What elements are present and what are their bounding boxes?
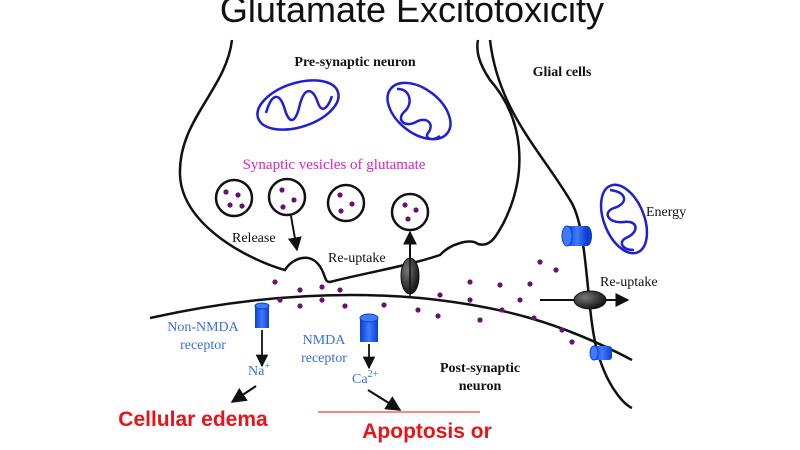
synaptic-vesicles-label: Synaptic vesicles of glutamate: [243, 157, 426, 173]
diagram-title: Glutamate Excitotoxicity: [220, 0, 604, 30]
cellular-edema-label: Cellular edema: [118, 408, 268, 431]
glial-transporter: [573, 290, 607, 310]
vesicle: [267, 177, 307, 217]
vesicle: [390, 192, 430, 232]
mitochondrion-right: [386, 81, 452, 141]
post-synaptic-label-line1: Post-synaptic: [440, 361, 520, 376]
release-label: Release: [232, 231, 276, 246]
sodium-ion-label: Na+: [248, 361, 270, 379]
mitochondrion-left: [256, 79, 340, 131]
glial-reuptake-label: Re-uptake: [600, 275, 658, 290]
non-nmda-label-line1: Non-NMDA: [167, 320, 239, 335]
post-synaptic-label-line2: neuron: [459, 379, 502, 394]
calcium-ion-label: Ca2+: [352, 369, 379, 387]
energy-label: Energy: [646, 205, 686, 220]
vesicle: [214, 178, 254, 218]
vesicle: [326, 183, 366, 223]
glial-cells-label: Glial cells: [533, 65, 592, 80]
release-arrow: [287, 215, 302, 252]
pre-synaptic-membrane: [178, 39, 521, 284]
glial-transporter-lower: [589, 345, 612, 361]
synaptic-vesicles: [214, 177, 430, 232]
pre-synaptic-neuron-label: Pre-synaptic neuron: [294, 55, 415, 70]
nmda-label-line2: receptor: [301, 351, 347, 366]
neuron-reuptake-label: Re-uptake: [328, 251, 386, 266]
apoptosis-arrow: [367, 389, 402, 411]
apoptosis-label: Apoptosis or: [362, 420, 492, 443]
glutamate-molecules: [272, 259, 575, 345]
nmda-label-line1: NMDA: [303, 333, 347, 348]
edema-arrow: [230, 385, 257, 403]
non-nmda-label-line2: receptor: [180, 338, 226, 353]
mitochondrion-glial: [599, 183, 649, 255]
glial-transporter-upper: [561, 225, 592, 247]
nmda-receptor: [359, 313, 379, 342]
non-nmda-receptor: [254, 302, 270, 328]
